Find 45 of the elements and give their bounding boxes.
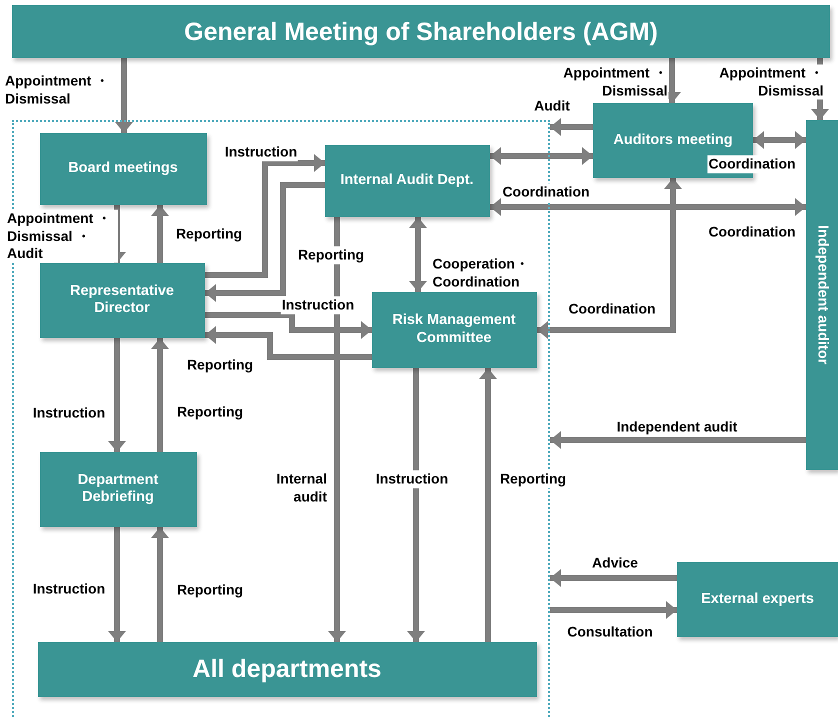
edge-label: Reporting bbox=[174, 225, 244, 243]
arrow bbox=[550, 431, 806, 449]
edge-label: Instruction bbox=[374, 470, 450, 488]
edge-label: Reporting bbox=[296, 246, 366, 264]
process-box: Department Debriefing bbox=[40, 452, 196, 526]
edge-label: Reporting bbox=[176, 581, 244, 599]
edge-label: Instruction bbox=[280, 296, 356, 314]
arrow bbox=[550, 601, 677, 619]
arrow bbox=[537, 178, 682, 339]
process-box: Independent auditor bbox=[806, 120, 838, 470]
process-box: Board meetings bbox=[40, 132, 206, 204]
arrow bbox=[151, 205, 169, 263]
arrow bbox=[205, 312, 372, 339]
arrow bbox=[409, 217, 427, 292]
process-box: All departments bbox=[38, 642, 536, 696]
edge-label: Independent audit bbox=[616, 418, 738, 436]
edge-label: Coordination bbox=[707, 155, 797, 173]
arrow bbox=[151, 527, 169, 642]
arrow bbox=[407, 368, 425, 642]
edge-label: Instruction bbox=[224, 143, 298, 161]
arrow bbox=[328, 217, 346, 642]
edge-label: Coordination bbox=[501, 183, 591, 201]
edge-label: Reporting bbox=[186, 356, 254, 374]
arrow bbox=[205, 154, 325, 278]
arrow bbox=[108, 338, 126, 452]
arrow bbox=[108, 527, 126, 642]
arrow bbox=[753, 131, 806, 149]
arrow bbox=[550, 118, 593, 136]
arrow bbox=[151, 338, 169, 452]
edge-label: Appointment ・Dismissal ・Audit bbox=[6, 210, 118, 262]
process-box: External experts bbox=[677, 562, 838, 637]
arrow bbox=[490, 147, 593, 165]
arrow bbox=[550, 569, 677, 587]
arrow bbox=[490, 198, 806, 216]
edge-label: Reporting bbox=[176, 403, 244, 421]
process-box: Risk Management Committee bbox=[372, 292, 536, 368]
arrow bbox=[115, 58, 133, 133]
arrow bbox=[205, 182, 325, 302]
edge-label: Reporting bbox=[498, 470, 568, 488]
arrow bbox=[205, 326, 372, 360]
process-box: Internal Audit Dept. bbox=[324, 144, 490, 216]
process-box: General Meeting of Shareholders (AGM) bbox=[12, 5, 830, 58]
edge-label: Cooperation・ Coordination bbox=[432, 256, 548, 290]
process-box: Representative Director bbox=[40, 262, 204, 338]
arrow bbox=[479, 368, 497, 642]
